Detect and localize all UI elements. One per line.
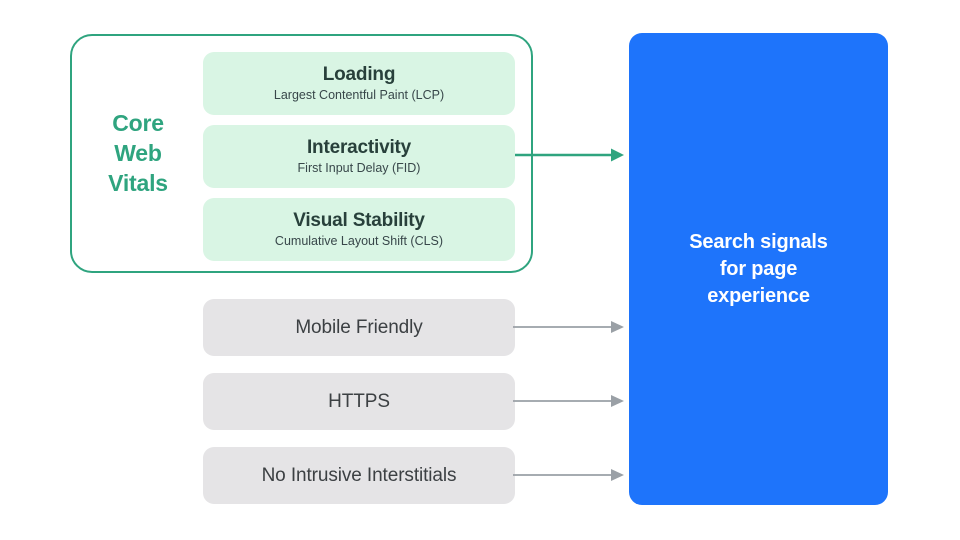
- core-web-vitals-label-line-1: Core: [112, 110, 164, 136]
- core-web-vitals-label-line-2: Web: [114, 140, 162, 166]
- metric-title-visual-stability: Visual Stability: [293, 210, 425, 231]
- signal-label-no-intrusive-interstitials: No Intrusive Interstitials: [261, 464, 457, 486]
- metric-subtitle-loading: Largest Contentful Paint (LCP): [273, 88, 445, 102]
- search-signals-panel[interactable]: Search signals for page experience: [629, 33, 888, 505]
- signal-card-mobile-friendly[interactable]: Mobile Friendly: [203, 299, 515, 356]
- metric-card-interactivity[interactable]: Interactivity First Input Delay (FID): [203, 125, 515, 188]
- core-web-vitals-arrow-icon: [515, 148, 624, 162]
- no-intrusive-interstitials-arrow-icon: [513, 469, 624, 481]
- core-web-vitals-label-line-3: Vitals: [108, 170, 168, 196]
- signal-card-no-intrusive-interstitials[interactable]: No Intrusive Interstitials: [203, 447, 515, 504]
- https-arrow-icon: [513, 395, 624, 407]
- metric-card-visual-stability[interactable]: Visual Stability Cumulative Layout Shift…: [203, 198, 515, 261]
- signal-label-mobile-friendly: Mobile Friendly: [295, 316, 423, 338]
- search-signals-title: Search signals for page experience: [689, 230, 828, 307]
- signal-label-https: HTTPS: [328, 390, 390, 412]
- metric-card-loading[interactable]: Loading Largest Contentful Paint (LCP): [203, 52, 515, 115]
- signal-card-https[interactable]: HTTPS: [203, 373, 515, 430]
- mobile-friendly-arrow-icon: [513, 321, 624, 333]
- core-web-vitals-label: Core Web Vitals: [88, 108, 188, 198]
- metric-title-interactivity: Interactivity: [306, 137, 412, 158]
- metric-subtitle-interactivity: First Input Delay (FID): [297, 161, 421, 175]
- metric-subtitle-visual-stability: Cumulative Layout Shift (CLS): [274, 234, 444, 248]
- metric-title-loading: Loading: [322, 64, 396, 85]
